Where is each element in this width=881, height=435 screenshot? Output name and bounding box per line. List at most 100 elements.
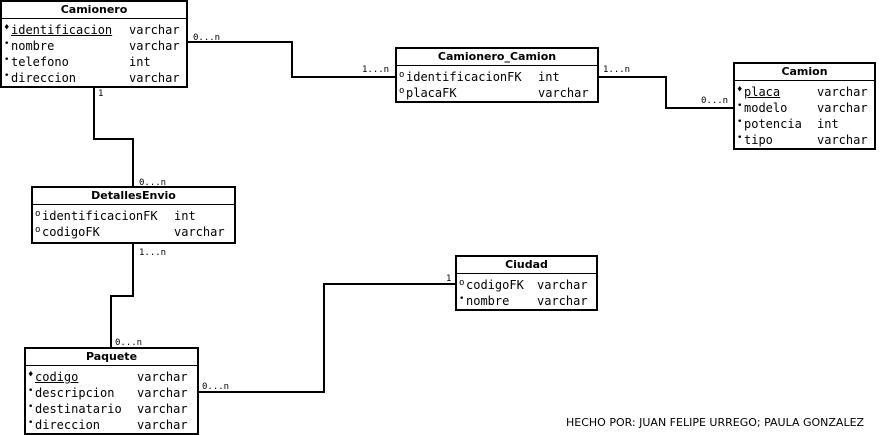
attribute-row: ♦identificacion varchar: [2, 22, 186, 38]
attribute-type: varchar: [137, 418, 188, 432]
attribute-type: varchar: [538, 86, 589, 100]
attribute-type: varchar: [817, 85, 868, 99]
attribute-type: int: [538, 70, 560, 84]
attribute-type: varchar: [129, 39, 180, 53]
attribute-row: ♦codigo varchar: [26, 369, 197, 385]
attribute-type: int: [174, 209, 196, 223]
attribute-row: •direccion varchar: [26, 417, 197, 433]
mandatory-attribute-icon: •: [737, 101, 743, 111]
attribute-type: varchar: [137, 386, 188, 400]
attribute-row: •potencia int: [735, 116, 874, 132]
multiplicity-camion-from-camionero-camion: 0...n: [701, 96, 729, 106]
attribute-row: •modelo varchar: [735, 100, 874, 116]
mandatory-attribute-icon: •: [4, 71, 10, 81]
attribute-type: varchar: [137, 402, 188, 416]
connector-camionero-camion-camion: [598, 76, 734, 109]
multiplicity-detallesenvio-from-camionero: 0...n: [139, 178, 167, 188]
optional-attribute-icon: o: [459, 278, 465, 288]
attribute-type: int: [817, 117, 839, 131]
entity-camion-title: Camion: [735, 64, 874, 81]
mandatory-attribute-icon: •: [737, 117, 743, 127]
optional-attribute-icon: o: [399, 70, 405, 80]
multiplicity-paquete-to-ciudad: 0...n: [202, 382, 230, 392]
attribute-name: nombre: [466, 294, 510, 308]
connector-camionero-camionero-camion: [187, 41, 396, 78]
mandatory-attribute-icon: •: [28, 402, 34, 412]
mandatory-attribute-icon: •: [459, 294, 465, 304]
attribute-type: varchar: [174, 225, 225, 239]
attribute-name: destinatario: [35, 402, 122, 416]
attribute-name: identificacionFK: [42, 209, 158, 223]
entity-paquete-title: Paquete: [26, 349, 197, 366]
connector-paquete-ciudad: [198, 283, 456, 393]
optional-attribute-icon: o: [399, 86, 405, 96]
entity-camionero-camion-title: Camionero_Camion: [397, 49, 597, 66]
attribute-name: direccion: [11, 71, 77, 85]
attribute-name: placa: [744, 85, 781, 99]
attribute-name: codigoFK: [466, 278, 524, 292]
attribute-name: nombre: [11, 39, 55, 53]
mandatory-attribute-icon: •: [4, 39, 10, 49]
attribute-type: varchar: [537, 294, 588, 308]
attribute-row: •nombre varchar: [457, 293, 596, 309]
attribute-name: modelo: [744, 101, 788, 115]
multiplicity-detallesenvio-to-paquete: 1...n: [139, 248, 167, 258]
attribute-type: varchar: [129, 23, 180, 37]
author-credit: HECHO POR: JUAN FELIPE URREGO; PAULA GON…: [566, 416, 865, 429]
mandatory-attribute-icon: •: [28, 386, 34, 396]
attribute-name: telefono: [11, 55, 69, 69]
attribute-name: codigo: [35, 370, 79, 384]
attribute-name: identificacionFK: [406, 70, 522, 84]
multiplicity-paquete-from-detallesenvio: 0...n: [115, 338, 143, 348]
attribute-name: identificacion: [11, 23, 113, 37]
attribute-type: int: [129, 55, 151, 69]
attribute-name: tipo: [744, 133, 773, 147]
optional-attribute-icon: o: [35, 209, 41, 219]
attribute-name: codigoFK: [42, 225, 100, 239]
multiplicity-camionero-to-camionero-camion: 0...n: [193, 33, 221, 43]
mandatory-attribute-icon: •: [737, 133, 743, 143]
mandatory-attribute-icon: •: [4, 55, 10, 65]
multiplicity-ciudad-from-paquete: 1: [446, 274, 452, 284]
attribute-row: •direccion varchar: [2, 70, 186, 86]
attribute-type: varchar: [129, 71, 180, 85]
attribute-row: •telefono int: [2, 54, 186, 70]
attribute-row: •descripcion varchar: [26, 385, 197, 401]
connector-detallesenvio-paquete: [110, 243, 134, 348]
attribute-name: descripcion: [35, 386, 115, 400]
connector-camionero-detallesenvio: [93, 87, 134, 187]
primary-key-icon: ♦: [4, 23, 10, 33]
attribute-row: ♦placa varchar: [735, 84, 874, 100]
attribute-name: placaFK: [406, 86, 457, 100]
primary-key-icon: ♦: [28, 370, 34, 380]
attribute-row: •destinatario varchar: [26, 401, 197, 417]
attribute-type: varchar: [137, 370, 188, 384]
primary-key-icon: ♦: [737, 85, 743, 95]
optional-attribute-icon: o: [35, 225, 41, 235]
attribute-type: varchar: [817, 133, 868, 147]
attribute-row: •tipo varchar: [735, 132, 874, 148]
multiplicity-camionero-camion-from-camionero: 1...n: [362, 65, 390, 75]
attribute-type: varchar: [537, 278, 588, 292]
attribute-name: potencia: [744, 117, 802, 131]
attribute-name: direccion: [35, 418, 101, 432]
entity-camionero-title: Camionero: [2, 2, 186, 19]
attribute-row: •nombre varchar: [2, 38, 186, 54]
multiplicity-camionero-to-detallesenvio: 1: [98, 89, 104, 99]
mandatory-attribute-icon: •: [28, 418, 34, 428]
entity-ciudad-title: Ciudad: [457, 257, 596, 274]
entity-detallesenvio-title: DetallesEnvio: [33, 188, 234, 205]
attribute-type: varchar: [817, 101, 868, 115]
